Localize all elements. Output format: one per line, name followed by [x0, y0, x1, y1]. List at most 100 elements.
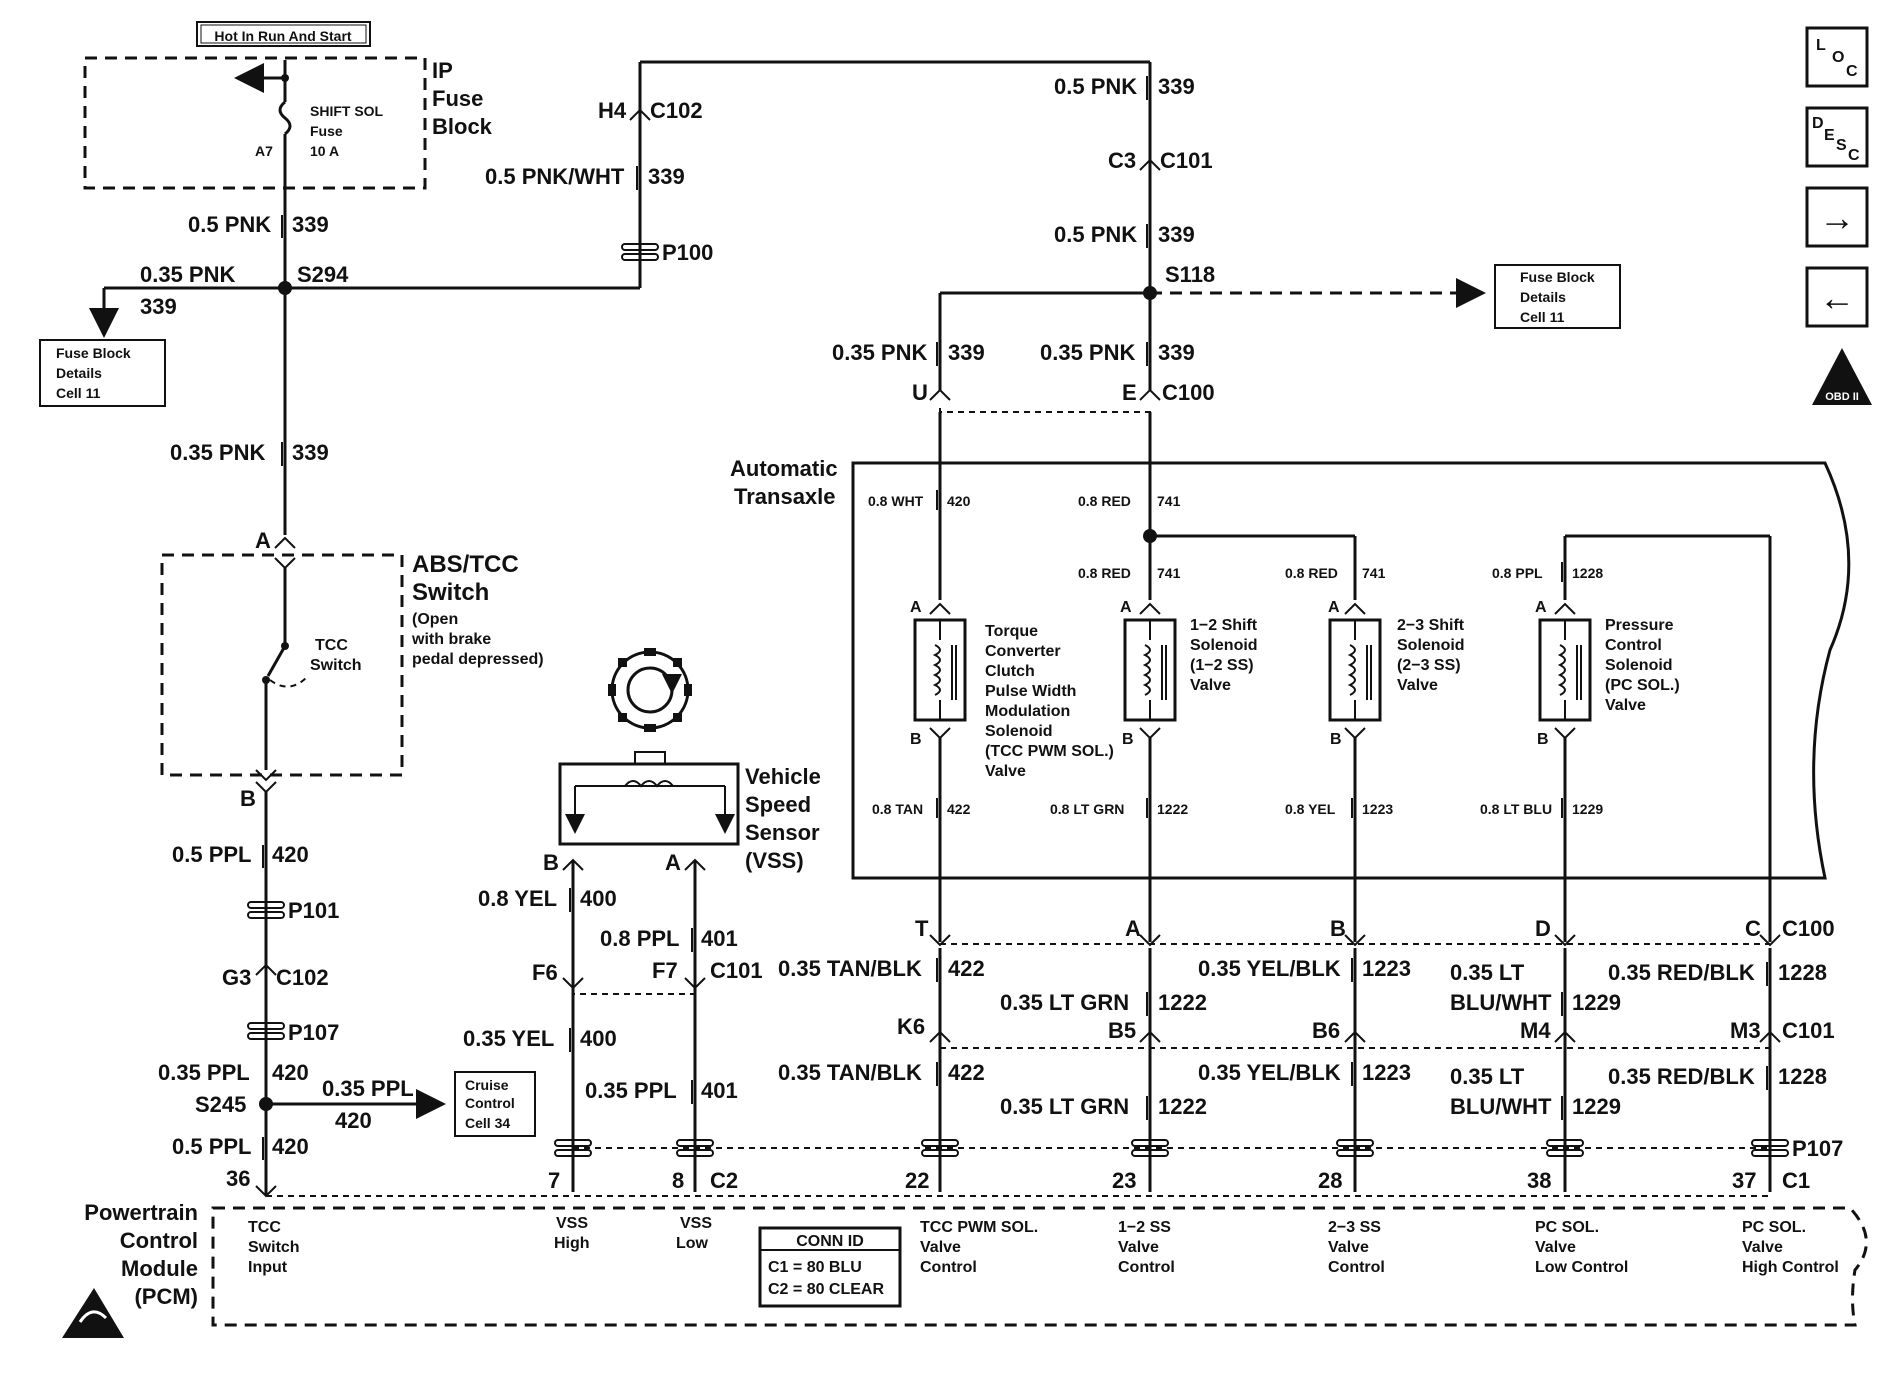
- svg-text:C101: C101: [710, 958, 763, 983]
- svg-text:BLU/WHT: BLU/WHT: [1450, 1094, 1552, 1119]
- svg-text:0.5 PPL: 0.5 PPL: [172, 1134, 251, 1159]
- svg-text:0.35 TAN/BLK: 0.35 TAN/BLK: [778, 956, 922, 981]
- svg-text:Valve: Valve: [985, 763, 1026, 780]
- svg-text:7: 7: [548, 1168, 560, 1193]
- shift-solenoid-2-3: [1328, 618, 1382, 722]
- tcc-pwm-solenoid: [913, 618, 967, 722]
- svg-text:Clutch: Clutch: [985, 663, 1035, 680]
- svg-text:401: 401: [701, 926, 738, 951]
- svg-text:P100: P100: [662, 240, 713, 265]
- svg-text:0.35 PNK: 0.35 PNK: [170, 440, 265, 465]
- svg-text:1229: 1229: [1572, 801, 1603, 817]
- right-top-trunk: 0.5 PNK 339 C3 C101 0.5 PNK 339 S118 Fus…: [832, 62, 1621, 413]
- svg-text:Valve: Valve: [1605, 697, 1646, 714]
- p100-connector: [621, 243, 659, 261]
- svg-text:Solenoid: Solenoid: [1605, 657, 1673, 674]
- svg-text:741: 741: [1157, 493, 1181, 509]
- svg-text:1229: 1229: [1572, 1094, 1621, 1119]
- shift-solenoid-1-2: [1123, 618, 1177, 722]
- svg-text:(TCC PWM SOL.): (TCC PWM SOL.): [985, 743, 1114, 760]
- next-button[interactable]: →: [1805, 186, 1869, 248]
- left-trunk: 0.5 PNK 339 S294 0.35 PNK 339 Fuse Block…: [39, 148, 349, 535]
- svg-text:(Open: (Open: [412, 611, 458, 628]
- svg-text:C: C: [1848, 147, 1860, 164]
- svg-text:S: S: [1836, 137, 1847, 154]
- fuse-block-details-left[interactable]: Fuse Block Details Cell 11: [39, 339, 166, 407]
- svg-text:Solenoid: Solenoid: [985, 723, 1053, 740]
- svg-text:28: 28: [1318, 1168, 1342, 1193]
- p101-connector: [247, 901, 285, 919]
- svg-text:A: A: [1125, 916, 1141, 941]
- svg-text:0.5 PNK: 0.5 PNK: [188, 212, 271, 237]
- svg-text:0.35 RED/BLK: 0.35 RED/BLK: [1608, 1064, 1755, 1089]
- desc-button[interactable]: D E S C: [1805, 106, 1869, 168]
- svg-text:38: 38: [1527, 1168, 1551, 1193]
- svg-text:37: 37: [1732, 1168, 1756, 1193]
- cruise-control-ref[interactable]: Cruise Control Cell 34: [454, 1071, 536, 1137]
- svg-text:0.35 RED/BLK: 0.35 RED/BLK: [1608, 960, 1755, 985]
- svg-text:B: B: [1330, 731, 1342, 748]
- svg-text:422: 422: [948, 956, 985, 981]
- svg-text:Fuse Block: Fuse Block: [56, 345, 131, 361]
- hot-in-run-label: Hot In Run And Start: [214, 28, 351, 44]
- svg-text:H4: H4: [598, 98, 627, 123]
- svg-text:Pulse Width: Pulse Width: [985, 683, 1076, 700]
- svg-text:TCC PWM SOL.: TCC PWM SOL.: [920, 1219, 1038, 1236]
- svg-text:339: 339: [948, 340, 985, 365]
- svg-text:0.8 LT BLU: 0.8 LT BLU: [1480, 801, 1552, 817]
- loc-button[interactable]: L O C: [1805, 26, 1869, 88]
- svg-text:0.35 LT: 0.35 LT: [1450, 960, 1525, 985]
- svg-text:Fuse: Fuse: [310, 123, 343, 139]
- svg-text:Fuse: Fuse: [432, 86, 483, 111]
- svg-text:B: B: [1122, 731, 1134, 748]
- svg-text:Switch: Switch: [310, 657, 362, 674]
- svg-text:O: O: [1832, 49, 1844, 66]
- svg-text:Details: Details: [56, 365, 102, 381]
- svg-text:0.8 TAN: 0.8 TAN: [872, 801, 923, 817]
- mid-pnk-wht-wire: H4 C102 0.5 PNK/WHT 339 P100: [285, 60, 1150, 290]
- svg-text:Valve: Valve: [1190, 677, 1231, 694]
- svg-text:B6: B6: [1312, 1018, 1340, 1043]
- svg-text:E: E: [1122, 380, 1137, 405]
- svg-text:SHIFT SOL: SHIFT SOL: [310, 103, 384, 119]
- svg-text:Automatic: Automatic: [730, 456, 838, 481]
- svg-text:0.5 PNK: 0.5 PNK: [1054, 222, 1137, 247]
- svg-text:0.8 RED: 0.8 RED: [1078, 493, 1131, 509]
- svg-text:C2 = 80 CLEAR: C2 = 80 CLEAR: [768, 1281, 884, 1298]
- svg-text:Speed: Speed: [745, 792, 811, 817]
- esd-warning-icon: [62, 1288, 124, 1338]
- arrow-left-icon: ←: [1819, 277, 1855, 318]
- vehicle-speed-sensor: Vehicle Speed Sensor (VSS) B A 0.8 YEL 4…: [463, 648, 821, 1192]
- svg-text:T: T: [915, 916, 929, 941]
- svg-text:339: 339: [1158, 74, 1195, 99]
- svg-text:Module: Module: [121, 1256, 198, 1281]
- svg-text:Low: Low: [676, 1235, 709, 1252]
- svg-text:B5: B5: [1108, 1018, 1136, 1043]
- svg-text:0.35 PPL: 0.35 PPL: [158, 1060, 250, 1085]
- svg-text:Converter: Converter: [985, 643, 1061, 660]
- svg-text:CONN ID: CONN ID: [796, 1233, 864, 1250]
- fuse-block-details-right[interactable]: Fuse Block Details Cell 11: [1494, 264, 1621, 329]
- prev-button[interactable]: ←: [1805, 266, 1869, 328]
- svg-text:0.35 YEL/BLK: 0.35 YEL/BLK: [1198, 1060, 1341, 1085]
- svg-text:741: 741: [1157, 565, 1181, 581]
- svg-text:(2−3 SS): (2−3 SS): [1397, 657, 1461, 674]
- svg-text:401: 401: [701, 1078, 738, 1103]
- reluctor-wheel-icon: [608, 648, 692, 732]
- lower-connectors: T A B D C C100 0.35 TAN/BLK 422 0.35 LT …: [266, 916, 1843, 1197]
- svg-text:PC SOL.: PC SOL.: [1535, 1219, 1599, 1236]
- svg-text:Transaxle: Transaxle: [734, 484, 836, 509]
- svg-text:0.35 YEL: 0.35 YEL: [463, 1026, 554, 1051]
- svg-text:PC SOL.: PC SOL.: [1742, 1219, 1806, 1236]
- abs-tcc-switch: A TCC Switch ABS/TCC Switch (Open with b…: [160, 528, 544, 782]
- svg-text:0.8 RED: 0.8 RED: [1285, 565, 1338, 581]
- svg-text:Cell 11: Cell 11: [1520, 309, 1565, 325]
- svg-text:M3: M3: [1730, 1018, 1761, 1043]
- svg-text:Cell 11: Cell 11: [56, 385, 101, 401]
- svg-text:A: A: [1328, 599, 1340, 616]
- svg-text:1222: 1222: [1158, 990, 1207, 1015]
- svg-text:420: 420: [272, 842, 309, 867]
- svg-text:0.8 LT GRN: 0.8 LT GRN: [1050, 801, 1124, 817]
- p107-left-connector: [247, 1022, 285, 1040]
- svg-text:(PC SOL.): (PC SOL.): [1605, 677, 1680, 694]
